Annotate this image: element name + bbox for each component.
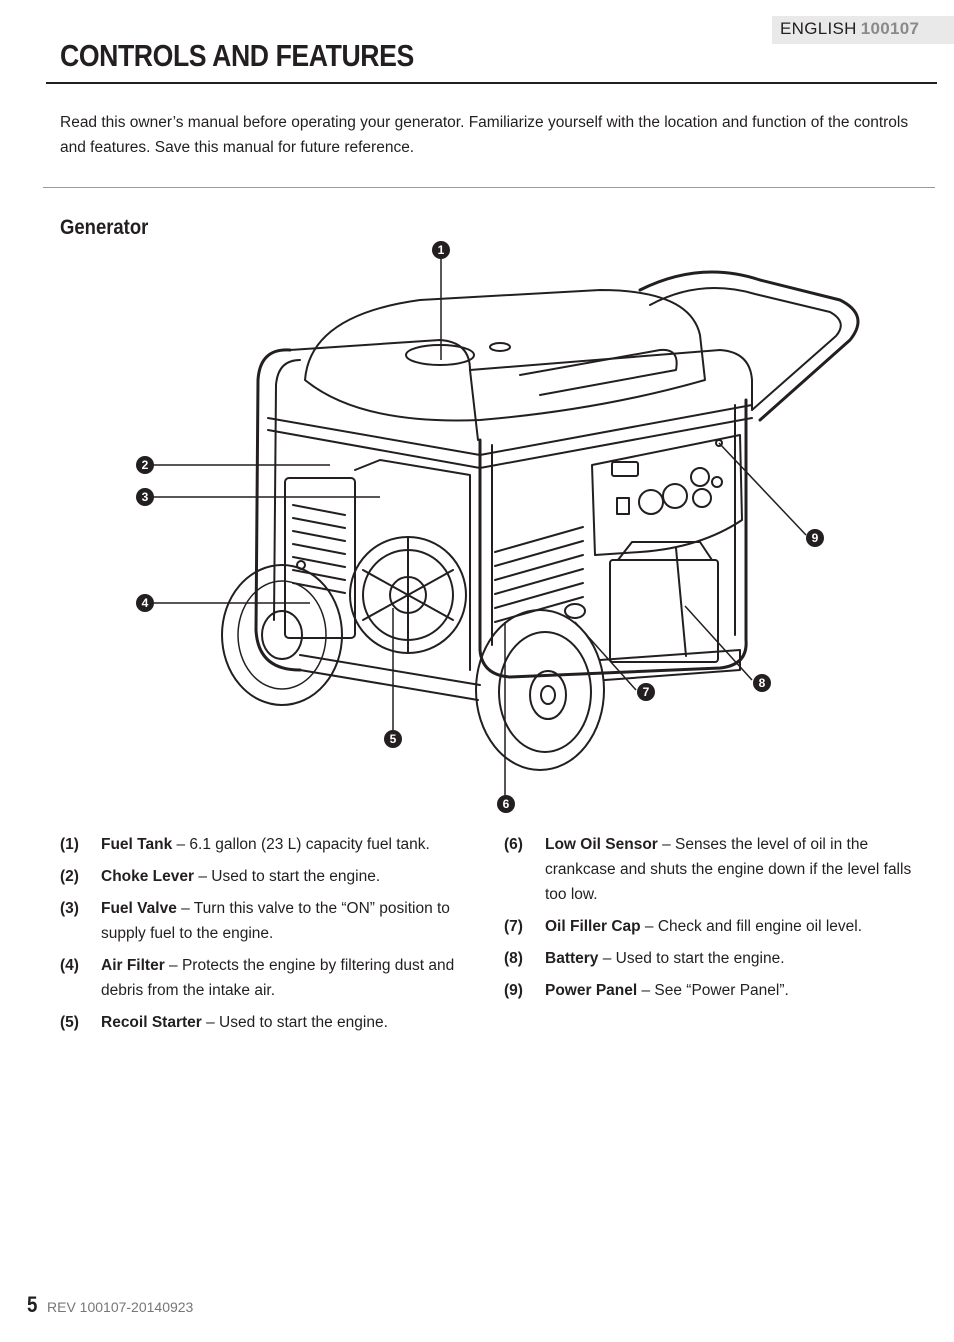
rear-wheel: [221, 564, 343, 706]
svg-text:8: 8: [759, 676, 766, 690]
roll-frame: [254, 348, 302, 672]
svg-text:7: 7: [643, 685, 650, 699]
intro-paragraph: Read this owner’s manual before operatin…: [60, 114, 909, 156]
feature-number: (3): [60, 900, 79, 917]
callout-7: 7: [637, 683, 655, 701]
battery: [609, 559, 719, 663]
svg-text:5: 5: [390, 732, 397, 746]
feature-term: Choke Lever: [101, 868, 195, 885]
feature-item: (2) Choke Lever – Used to start the engin…: [60, 864, 480, 889]
page-number: 5: [27, 1292, 38, 1317]
feature-term: Oil Filler Cap: [545, 918, 641, 935]
callout-8: 8: [753, 674, 771, 692]
air-filter-box: [284, 477, 356, 639]
generator-diagram: 1 2 3 4 5 6 7 8 9: [136, 241, 860, 813]
svg-text:6: 6: [503, 797, 510, 811]
callout-2: 2: [136, 456, 154, 474]
feature-number: (2): [60, 868, 79, 885]
section-title: Generator: [60, 216, 149, 239]
fuel-tank: [304, 289, 706, 422]
svg-text:3: 3: [142, 490, 149, 504]
svg-text:4: 4: [142, 596, 149, 610]
feature-term: Recoil Starter: [101, 1014, 202, 1031]
feature-item: (6) Low Oil Sensor – Senses the level of …: [504, 832, 914, 907]
feature-item: (8) Battery – Used to start the engine.: [504, 946, 914, 971]
feature-item: (4) Air Filter – Protects the engine by f…: [60, 953, 480, 1003]
section-divider: [43, 187, 935, 188]
callout-3: 3: [136, 488, 154, 506]
features-list-right: (6) Low Oil Sensor – Senses the level of …: [504, 832, 914, 1010]
feature-item: (9) Power Panel – See “Power Panel”.: [504, 978, 914, 1003]
feature-number: (5): [60, 1014, 79, 1031]
feature-number: (1): [60, 836, 79, 853]
feature-term: Air Filter: [101, 957, 165, 974]
feature-item: (3) Fuel Valve – Turn this valve to the “…: [60, 896, 480, 946]
feature-number: (7): [504, 918, 523, 935]
feature-term: Power Panel: [545, 982, 638, 999]
feature-item: (5) Recoil Starter – Used to start the en…: [60, 1010, 480, 1035]
feature-item: (7) Oil Filler Cap – Check and fill engin…: [504, 914, 914, 939]
feature-description: – See “Power Panel”.: [637, 982, 789, 999]
feature-description: – Turn this valve to the “ON” position t…: [101, 900, 450, 942]
feature-description: – Check and fill engine oil level.: [640, 918, 863, 935]
feature-number: (4): [60, 957, 79, 974]
title-divider: [46, 82, 937, 84]
svg-text:2: 2: [142, 458, 149, 472]
power-panel: [591, 434, 743, 556]
feature-description: – Used to start the engine.: [194, 868, 381, 885]
feature-description: – Protects the engine by filtering dust …: [101, 957, 455, 999]
revision-code: REV 100107-20140923: [47, 1299, 194, 1315]
svg-text:1: 1: [438, 243, 445, 257]
feature-item: (1) Fuel Tank – 6.1 gallon (23 L) capacit…: [60, 832, 480, 857]
feature-term: Fuel Tank: [101, 836, 173, 853]
svg-text:9: 9: [812, 531, 819, 545]
feature-term: Fuel Valve: [101, 900, 177, 917]
feature-term: Battery: [545, 950, 599, 967]
document-code: 100107: [860, 19, 920, 38]
oil-filler-cap: [564, 603, 586, 619]
feature-number: (8): [504, 950, 523, 967]
feature-number: (6): [504, 836, 523, 853]
callout-4: 4: [136, 594, 154, 612]
feature-description: – Senses the level of oil in the crankca…: [545, 836, 912, 903]
feature-description: – Used to start the engine.: [201, 1014, 388, 1031]
page-title: CONTROLS AND FEATURES: [60, 38, 414, 73]
callout-6: 6: [497, 795, 515, 813]
feature-number: (9): [504, 982, 523, 999]
callout-5: 5: [384, 730, 402, 748]
callout-1: 1: [432, 241, 450, 259]
features-list-left: (1) Fuel Tank – 6.1 gallon (23 L) capacit…: [60, 832, 480, 1042]
handle-frame: [638, 270, 860, 422]
feature-description: – 6.1 gallon (23 L) capacity fuel tank.: [172, 836, 430, 853]
callout-9: 9: [806, 529, 824, 547]
feature-description: – Used to start the engine.: [598, 950, 785, 967]
language-label: ENGLISH: [780, 19, 857, 38]
feature-term: Low Oil Sensor: [545, 836, 658, 853]
front-wheel: [475, 609, 605, 771]
